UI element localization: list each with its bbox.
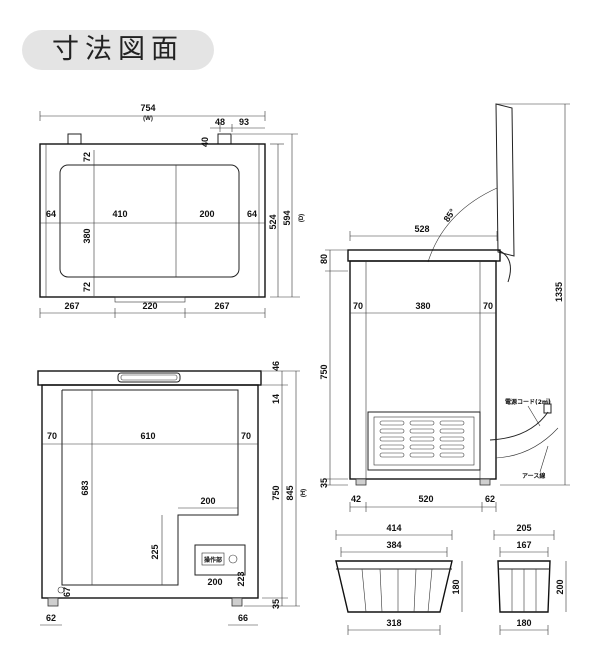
dim-180-w: 180 xyxy=(516,618,531,628)
dim-225: 225 xyxy=(150,544,160,559)
dim-683: 683 xyxy=(80,480,90,495)
dim-front-62: 62 xyxy=(46,613,56,623)
dim-64-left: 64 xyxy=(46,209,56,219)
dim-14: 14 xyxy=(271,394,281,404)
dim-46: 46 xyxy=(271,361,281,371)
top-window xyxy=(59,164,240,278)
dim-520: 520 xyxy=(418,494,433,504)
dim-front-750: 750 xyxy=(271,485,281,500)
dim-side-70-right: 70 xyxy=(483,301,493,311)
dim-200-h: 200 xyxy=(555,579,565,594)
dim-side-70-left: 70 xyxy=(353,301,363,311)
dim-220: 220 xyxy=(142,301,157,311)
dim-200: 200 xyxy=(199,209,214,219)
dim-top-width: 754 xyxy=(140,103,155,113)
foot-left xyxy=(47,597,59,607)
ground-label: アース線 xyxy=(522,472,545,480)
basket-large: 414 384 180 318 xyxy=(335,523,463,635)
dim-side-380: 380 xyxy=(415,301,430,311)
side-view: 85° 528 70 380 70 xyxy=(319,103,570,512)
ground-wire xyxy=(495,427,559,459)
open-lid xyxy=(495,103,515,257)
dim-72-bottom: 72 xyxy=(82,282,92,292)
dim-594: 594 xyxy=(282,210,292,225)
dim-front-200-low: 200 xyxy=(207,577,222,587)
dim-side-62: 62 xyxy=(485,494,495,504)
dim-223: 223 xyxy=(236,571,246,586)
dim-410: 410 xyxy=(112,209,127,219)
dim-594-note: (D) xyxy=(299,214,305,222)
dim-67: 67 xyxy=(62,587,72,597)
front-view: 操作部 70 610 70 683 200 225 200 223 67 46 … xyxy=(37,361,307,626)
dim-167: 167 xyxy=(516,540,531,550)
dim-top-width-note: (W) xyxy=(143,116,153,122)
dim-524: 524 xyxy=(268,214,278,229)
dim-side-35: 35 xyxy=(319,478,329,488)
dim-front-35: 35 xyxy=(271,599,281,609)
angle-arc xyxy=(427,187,498,263)
dim-610: 610 xyxy=(140,431,155,441)
dim-267-left: 267 xyxy=(64,301,79,311)
vent-grille xyxy=(367,411,481,471)
basket-small-body xyxy=(497,560,551,613)
dim-93: 93 xyxy=(239,117,249,127)
dim-42: 42 xyxy=(351,494,361,504)
dim-1335: 1335 xyxy=(554,282,564,302)
dim-side-750: 750 xyxy=(319,364,329,379)
top-view: 754 (W) 48 93 40 64 410 200 64 72 380 72 xyxy=(39,103,305,318)
control-panel xyxy=(194,544,246,576)
dim-angle: 85° xyxy=(442,207,458,224)
dim-72-top: 72 xyxy=(82,152,92,162)
dim-528: 528 xyxy=(414,224,429,234)
side-top-rim xyxy=(347,249,501,262)
hinge-left xyxy=(67,133,82,145)
front-body xyxy=(41,384,259,599)
basket-large-body xyxy=(335,560,453,613)
power-cord xyxy=(489,411,549,441)
dim-front-200-mid: 200 xyxy=(200,496,215,506)
front-interior xyxy=(61,389,239,586)
dim-front-70-left: 70 xyxy=(47,431,57,441)
lid-handle xyxy=(117,372,181,383)
page-title: 寸法図面 xyxy=(52,34,184,65)
basket-small: 205 167 200 180 xyxy=(493,523,567,635)
vent-slots xyxy=(379,420,465,458)
control-panel-label: 操作部 xyxy=(204,556,222,564)
dim-845-note: (H) xyxy=(301,489,307,497)
hinge-right xyxy=(217,133,232,145)
foot-right xyxy=(231,597,243,607)
dim-48: 48 xyxy=(215,117,225,127)
dim-80: 80 xyxy=(319,254,329,264)
dim-414: 414 xyxy=(386,523,401,533)
top-body xyxy=(39,143,266,298)
title-badge: 寸法図面 xyxy=(22,30,214,70)
dim-front-66: 66 xyxy=(238,613,248,623)
dim-front-70-right: 70 xyxy=(241,431,251,441)
dim-40: 40 xyxy=(200,137,210,147)
cord-label: 電源コード(2m) xyxy=(505,398,551,406)
dim-318: 318 xyxy=(386,618,401,628)
dim-180-h: 180 xyxy=(451,579,461,594)
dim-380: 380 xyxy=(82,228,92,243)
dim-845: 845 xyxy=(285,485,295,500)
dim-384: 384 xyxy=(386,540,401,550)
dim-267-right: 267 xyxy=(214,301,229,311)
side-body xyxy=(349,260,497,480)
dim-205: 205 xyxy=(516,523,531,533)
dim-64-right: 64 xyxy=(247,209,257,219)
